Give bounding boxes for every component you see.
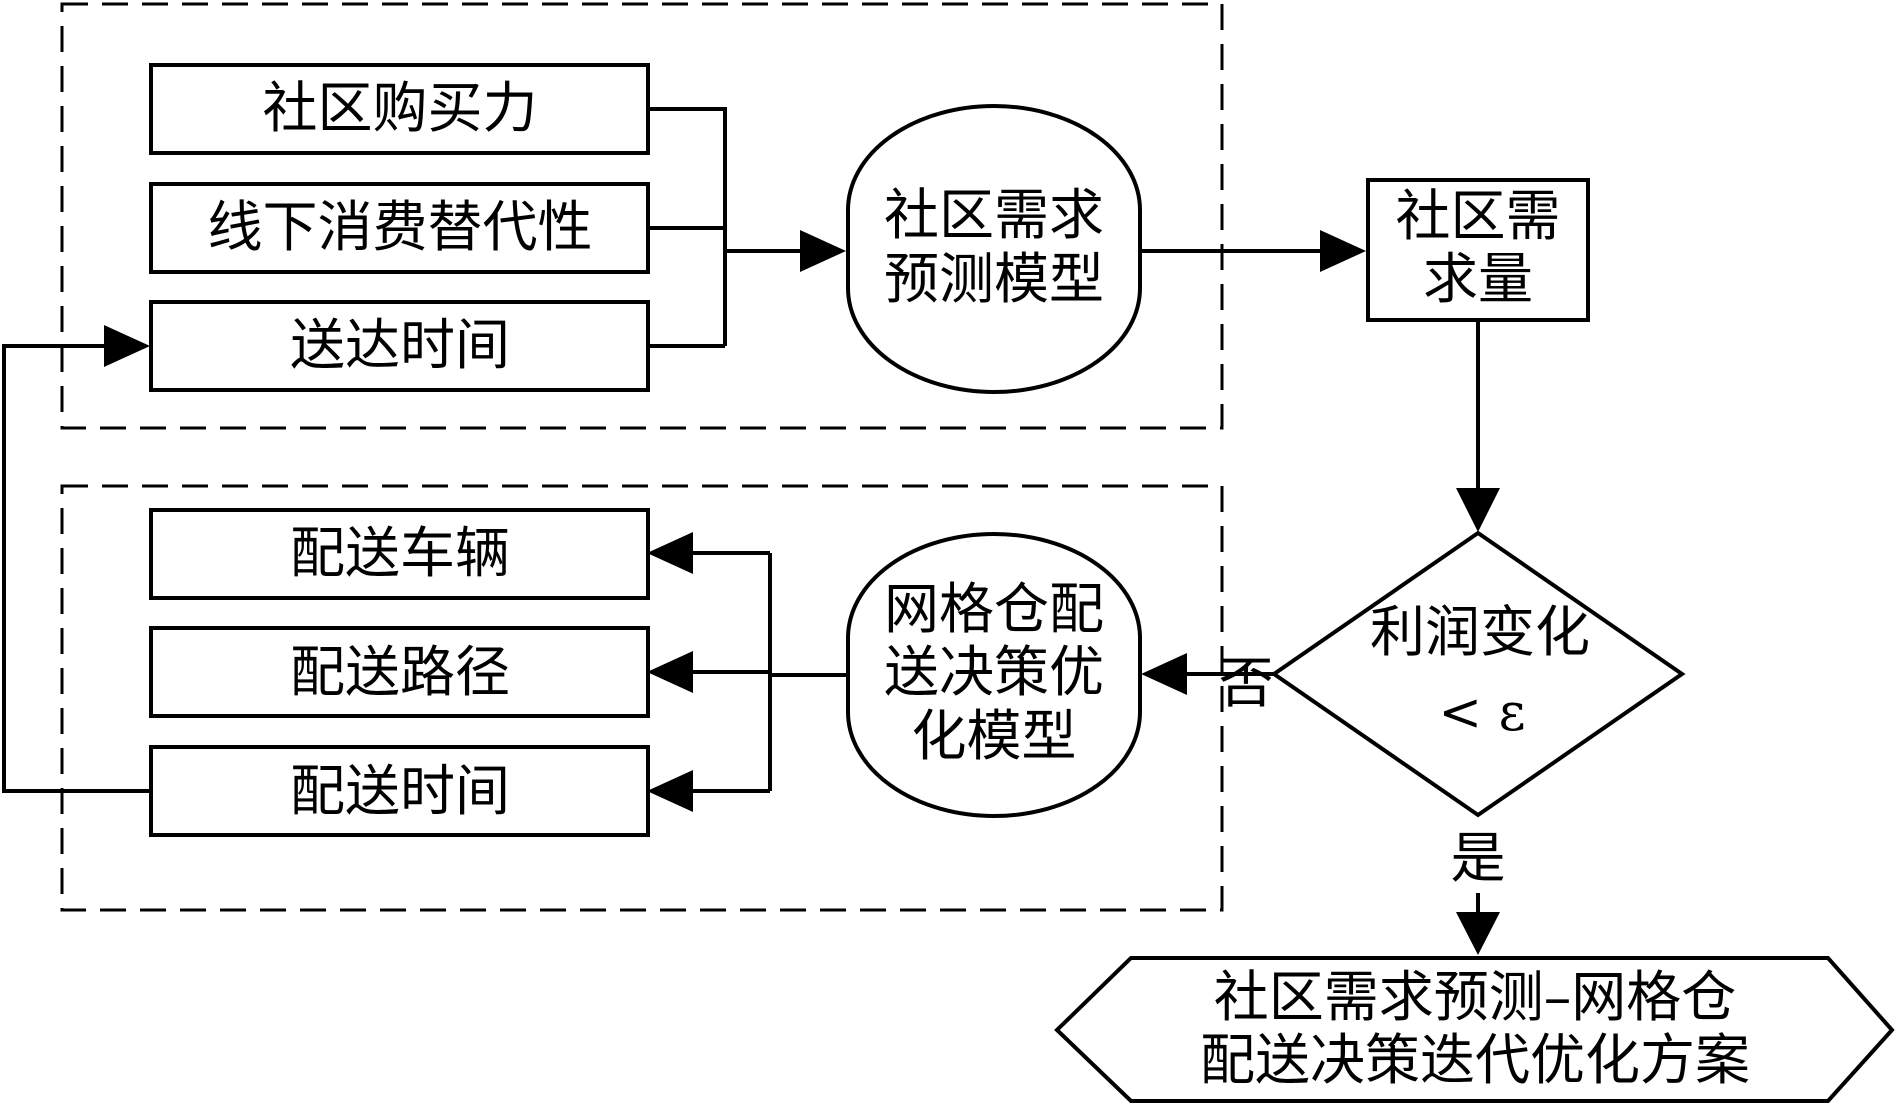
warehouse-model-line-1: 网格仓配 bbox=[884, 577, 1104, 641]
arrowhead-to-decision bbox=[1456, 488, 1500, 532]
output-split-connector bbox=[693, 551, 848, 793]
output-box-delivery-time bbox=[149, 745, 650, 837]
arrowhead-feedback bbox=[104, 325, 150, 367]
final-plan-line-1: 社区需求预测–网格仓 bbox=[1214, 965, 1737, 1029]
output-label-1: 配送车辆 bbox=[290, 521, 510, 585]
profit-change-decision bbox=[1270, 530, 1686, 818]
warehouse-model-line-2: 送决策优 bbox=[884, 640, 1104, 704]
input-box-delivery-time bbox=[149, 300, 650, 392]
decision-line-1: 利润变化 bbox=[1370, 600, 1590, 664]
output-label-3: 配送时间 bbox=[290, 759, 510, 823]
feedback-loop-connector bbox=[2, 344, 151, 793]
input-box-offline-substitution bbox=[149, 182, 650, 274]
final-plan-line-2: 配送决策迭代优化方案 bbox=[1200, 1028, 1750, 1092]
demand-model-line-1: 社区需求 bbox=[884, 183, 1104, 247]
input-label-3: 送达时间 bbox=[290, 313, 510, 377]
top-group-frame bbox=[60, 2, 1224, 430]
arrowhead-to-warehouse-model bbox=[1141, 653, 1187, 695]
input-merge-connector bbox=[648, 107, 800, 348]
input-label-1: 社区购买力 bbox=[262, 76, 537, 140]
arrowhead-to-demand-model bbox=[800, 230, 846, 272]
no-branch-label: 否 bbox=[1218, 651, 1273, 715]
arrowhead-to-routes bbox=[647, 651, 693, 693]
output-box-routes bbox=[149, 626, 650, 718]
bottom-group-frame bbox=[60, 484, 1224, 912]
arrowhead-to-demand-box bbox=[1320, 230, 1366, 272]
final-optimization-plan bbox=[1054, 956, 1895, 1103]
demand-box-line-2: 求量 bbox=[1423, 247, 1533, 311]
arrowhead-to-final-plan bbox=[1456, 912, 1500, 955]
warehouse-model-line-3: 化模型 bbox=[911, 704, 1076, 768]
decision-line-2: < ε bbox=[1438, 683, 1525, 743]
demand-model-line-2: 预测模型 bbox=[884, 247, 1104, 311]
output-box-vehicles bbox=[149, 508, 650, 600]
output-label-2: 配送路径 bbox=[290, 640, 510, 704]
arrowhead-to-vehicles bbox=[647, 532, 693, 574]
yes-branch-label: 是 bbox=[1450, 826, 1505, 890]
demand-box-line-1: 社区需 bbox=[1395, 184, 1560, 248]
arrowhead-to-delivery-time bbox=[647, 770, 693, 812]
input-label-2: 线下消费替代性 bbox=[207, 195, 592, 259]
